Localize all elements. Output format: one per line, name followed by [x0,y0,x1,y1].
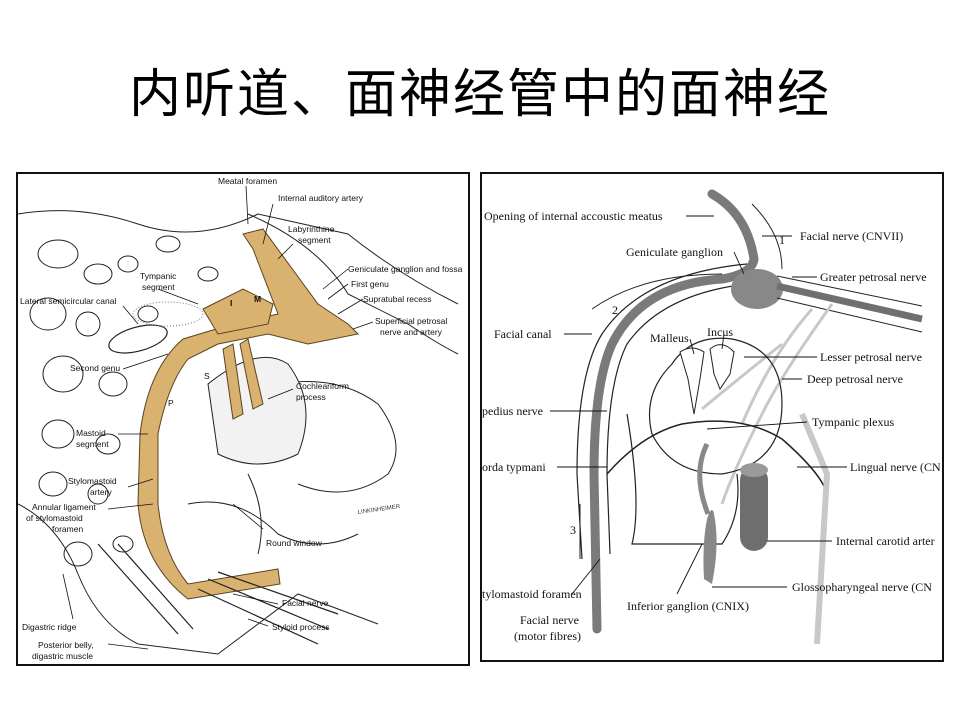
label-mastoid-1: Mastoid [76,428,106,438]
label-malleus: Malleus [650,331,689,345]
label-annular-ligament-3: foramen [52,524,83,534]
letter-s: S [204,371,210,381]
letter-p: P [168,398,174,408]
label-facial-nerve: Facial nerve [282,598,329,608]
label-internal-carotid: Internal carotid arter [836,534,935,548]
label-posterior-belly-2: digastric muscle [32,651,93,661]
label-superficial-petrosal-2: nerve and artery [380,327,443,337]
internal-carotid-shape [740,463,768,551]
geniculate-ganglion-shape [731,269,783,309]
label-stylomastoid-artery-2: artery [90,487,112,497]
label-geniculate-ganglion: Geniculate ganglion [626,245,723,259]
label-facial-canal: Facial canal [494,327,552,341]
label-facial-nerve-cnvii: Facial nerve (CNVII) [800,229,903,243]
right-schematic-figure: 1 2 3 Opening of internal accoustic meat… [480,172,944,662]
segment-number-3: 3 [570,523,576,537]
left-anatomy-figure: I M S P Meatal foramen Internal auditory… [16,172,470,666]
styloid-process-strands [97,543,339,645]
label-lateral-semicircular-canal: Lateral semicircular canal [20,296,116,306]
label-glossopharyngeal: Glossopharyngeal nerve (CN [792,580,932,594]
page-title: 内听道、面神经管中的面神经 [128,65,831,125]
malleus-shape [679,347,705,415]
facial-nerve-path [137,228,360,600]
label-opening-internal-meatus: Opening of internal accoustic meatus [484,209,663,223]
ossicle-label-m: M [254,294,261,304]
label-supratubal-recess: Supratubal recess [363,294,432,304]
facial-canal-outline-inner [606,283,748,555]
label-annular-ligament-2: of stylomastoid [26,513,83,523]
right-leader-lines [550,215,847,595]
glossopharyngeal-path [703,510,717,584]
label-geniculate-ganglion: Geniculate ganglion and fossa [348,264,463,274]
segment-number-2: 2 [612,303,618,317]
greater-petrosal-path [776,282,923,323]
ossicle-label-i: I [230,298,232,308]
label-greater-petrosal: Greater petrosal nerve [820,270,927,284]
label-chorda-tympani: orda typmani [482,460,546,474]
left-leader-lines [62,185,374,650]
lateral-semicircular-canal-shape [108,324,168,354]
temporal-bone-texture [18,210,459,655]
label-labyrinthine-1: Labyrinthine [288,224,335,234]
label-second-genu: Second genu [70,363,120,373]
left-anatomy-illustration: I M S P Meatal foramen Internal auditory… [18,176,463,661]
facial-canal-outline [576,263,748,560]
label-stylomastoid-foramen: tylomastoid foramen [482,587,582,601]
label-cochleariform-1: Cochleariform [296,381,349,391]
label-incus: Incus [707,325,733,339]
label-deep-petrosal: Deep petrosal nerve [807,372,903,386]
label-stylomastoid-artery-1: Stylomastoid [68,476,117,486]
label-lingual-nerve: Lingual nerve (CN [850,460,941,474]
pale-nerve-fibres [701,303,834,505]
tympanic-stipple [132,301,204,327]
label-lesser-petrosal: Lesser petrosal nerve [820,350,922,364]
promontory-outline [626,413,739,545]
label-inferior-ganglion: Inferior ganglion (CNIX) [627,599,749,613]
label-facial-motor-2: (motor fibres) [514,629,581,643]
right-schematic-diagram: 1 2 3 Opening of internal accoustic meat… [482,189,941,645]
lingual-nerve-path [799,412,831,645]
label-mastoid-2: segment [76,439,109,449]
label-labyrinthine-2: segment [298,235,331,245]
label-annular-ligament-1: Annular ligament [32,502,96,512]
segment-brackets [579,203,783,559]
label-round-window: Round window [266,538,323,548]
label-first-genu: First genu [351,279,389,289]
label-internal-auditory-artery: Internal auditory artery [278,193,364,203]
glossopharyngeal-nerve [697,442,711,515]
label-tympanic-1: Tympanic [140,271,177,281]
label-styloid-process: Styloid process [272,622,330,632]
incus-shape [709,344,735,391]
label-superficial-petrosal-1: Superficial petrosal [375,316,447,326]
tympanic-cavity [648,337,783,475]
chorda-tympani-path [606,420,828,495]
label-stapedius-nerve: pedius nerve [482,404,543,418]
label-posterior-belly-1: Posterior belly, [38,640,94,650]
middle-ear-structure [207,356,307,465]
segment-number-1: 1 [779,233,785,247]
label-digastric-ridge: Digastric ridge [22,622,77,632]
facial-nerve-trunk [589,189,759,634]
label-tympanic-2: segment [142,282,175,292]
artist-signature: LINKINHEIMER [357,504,401,516]
label-meatal-foramen: Meatal foramen [218,176,277,186]
label-tympanic-plexus: Tympanic plexus [812,415,894,429]
label-cochleariform-2: process [296,392,326,402]
label-facial-motor-1: Facial nerve [520,613,579,627]
greater-petrosal-outline [776,275,923,333]
